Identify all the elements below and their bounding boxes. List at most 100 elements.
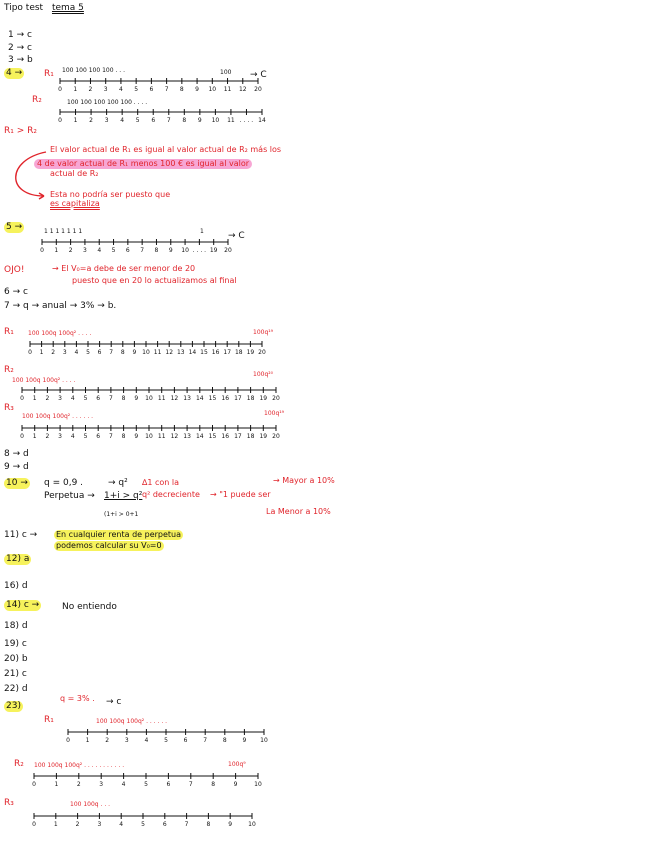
axis-tick-label: 4 <box>74 349 78 356</box>
axis-tick-label: 11 <box>224 86 232 93</box>
answer-16: 16) d <box>4 581 28 591</box>
note2-line2: es capitaliza <box>50 199 100 208</box>
axis-tick-label: 7 <box>109 395 113 402</box>
title-text: Tipo test <box>4 3 44 13</box>
page-title: Tipo test tema 5 <box>4 4 84 13</box>
q11-note-line1: En cualquier renta de perpetua <box>54 530 184 540</box>
axis-tick-label: 9 <box>242 737 246 744</box>
q4-r1-right: 100 <box>220 69 232 76</box>
q10-right2: La Menor a 10% <box>266 507 331 516</box>
comparison-r1-r2: R₁ > R₂ <box>4 126 37 136</box>
r3b-right: 100q¹⁹ <box>264 410 285 417</box>
r1b-label: R₁ <box>4 327 14 337</box>
axis-tick-label: 9 <box>198 117 202 124</box>
q23-arrow: → c <box>106 697 122 707</box>
axis-tick-label: 2 <box>69 247 73 254</box>
r3c-above: 100 100q . . . <box>70 801 111 808</box>
axis-tick-label: 11 <box>158 395 166 402</box>
axis-tick-label: 9 <box>134 433 138 440</box>
axis-tick-label: 3 <box>97 821 101 828</box>
q4-r1-label: R₁ <box>44 69 54 79</box>
axis-tick-label: 17 <box>234 433 242 440</box>
axis-tick-label: 0 <box>32 821 36 828</box>
q11-note-line2: podemos calcular su V₀=0 <box>54 541 164 551</box>
axis-tick-label: 10 <box>181 247 189 254</box>
axis-tick-label: 8 <box>223 737 227 744</box>
axis-tick-label: 1 <box>54 247 58 254</box>
axis-tick-label: 19 <box>247 349 255 356</box>
axis-tick-label: 1 <box>54 821 58 828</box>
ojo-label: OJO! <box>4 265 25 275</box>
q4-r2-above: 100 100 100 100 100 . . . . <box>67 99 148 106</box>
axis-tick-label: 1 <box>33 395 37 402</box>
axis-tick-label: 8 <box>206 821 210 828</box>
axis-tick-label: 4 <box>71 433 75 440</box>
axis-tick-label: 10 <box>145 395 153 402</box>
axis-tick-label: 0 <box>28 349 32 356</box>
axis-tick-label: 2 <box>76 821 80 828</box>
ojo-line1: → El V₀=a debe de ser menor de 20 <box>52 264 196 273</box>
answer-12: 12) a <box>4 554 32 565</box>
axis-tick-label: 2 <box>77 781 81 788</box>
axis-tick-label: 1 <box>86 737 90 744</box>
q10-bullet2: q² decreciente <box>142 490 200 499</box>
ojo-line2: puesto que en 20 lo actualizamos al fina… <box>72 276 237 285</box>
axis-tick-label: 17 <box>223 349 231 356</box>
q4-number: 4 → <box>4 68 25 79</box>
q10-frac: → q² <box>108 478 128 488</box>
axis-tick-label: 10 <box>254 781 262 788</box>
red-curved-arrow <box>15 151 47 197</box>
axis-tick-label: 8 <box>182 117 186 124</box>
axis-tick-label: 9 <box>169 247 173 254</box>
axis-tick-label: 7 <box>185 821 189 828</box>
axis-tick-label: 8 <box>122 395 126 402</box>
answer-2: 2 → c <box>8 43 32 53</box>
axis-tick-label: 11 <box>227 117 235 124</box>
q23-eq: q = 3% . <box>60 694 95 703</box>
axis-tick-label: 7 <box>109 349 113 356</box>
axis-tick-label: 4 <box>120 117 124 124</box>
axis-tick-label: 14 <box>196 395 204 402</box>
axis-tick-label: 12 <box>171 395 179 402</box>
axis-tick-label: 6 <box>151 117 155 124</box>
axis-tick-label: 4 <box>122 781 126 788</box>
axis-tick-label: 3 <box>104 86 108 93</box>
axis-tick-label: 19 <box>259 395 267 402</box>
axis-tick-label: 6 <box>98 349 102 356</box>
axis-tick-label: 7 <box>203 737 207 744</box>
axis-tick-label: 12 <box>239 86 247 93</box>
axis-tick-label: 7 <box>165 86 169 93</box>
red-arrowhead <box>38 192 45 200</box>
q10-arrow-mid: → "1 puede ser <box>210 490 271 499</box>
axis-tick-label: 15 <box>209 395 217 402</box>
axis-tick-label: 0 <box>20 433 24 440</box>
axis-tick-label: 5 <box>134 86 138 93</box>
axis-tick-label: 7 <box>167 117 171 124</box>
note2-line1: Esta no podría ser puesto que <box>50 190 171 199</box>
r1c-label: R₁ <box>44 715 54 725</box>
axis-tick-label: 5 <box>84 395 88 402</box>
axis-tick-label: 1 <box>40 349 44 356</box>
axis-tick-label: . . . . <box>193 247 206 254</box>
r2c-above: 100 100q 100q² . . . . . . . . . . . <box>34 762 125 769</box>
axis-tick-label: 3 <box>105 117 109 124</box>
axis-tick-label: 1 <box>33 433 37 440</box>
axis-tick-label: 20 <box>272 395 280 402</box>
r2c-right: 100q⁹ <box>228 761 246 768</box>
axis-tick-label: 6 <box>149 86 153 93</box>
axis-tick-label: 19 <box>259 433 267 440</box>
axis-tick-label: 1 <box>73 86 77 93</box>
note1-line3: actual de R₂ <box>50 169 99 178</box>
axis-tick-label: 7 <box>189 781 193 788</box>
axis-tick-label: 14 <box>258 117 266 124</box>
axis-tick-label: 5 <box>112 247 116 254</box>
axis-tick-label: 11 <box>158 433 166 440</box>
r1b-right: 100q¹⁹ <box>253 329 274 336</box>
answer-18: 18) d <box>4 621 28 631</box>
